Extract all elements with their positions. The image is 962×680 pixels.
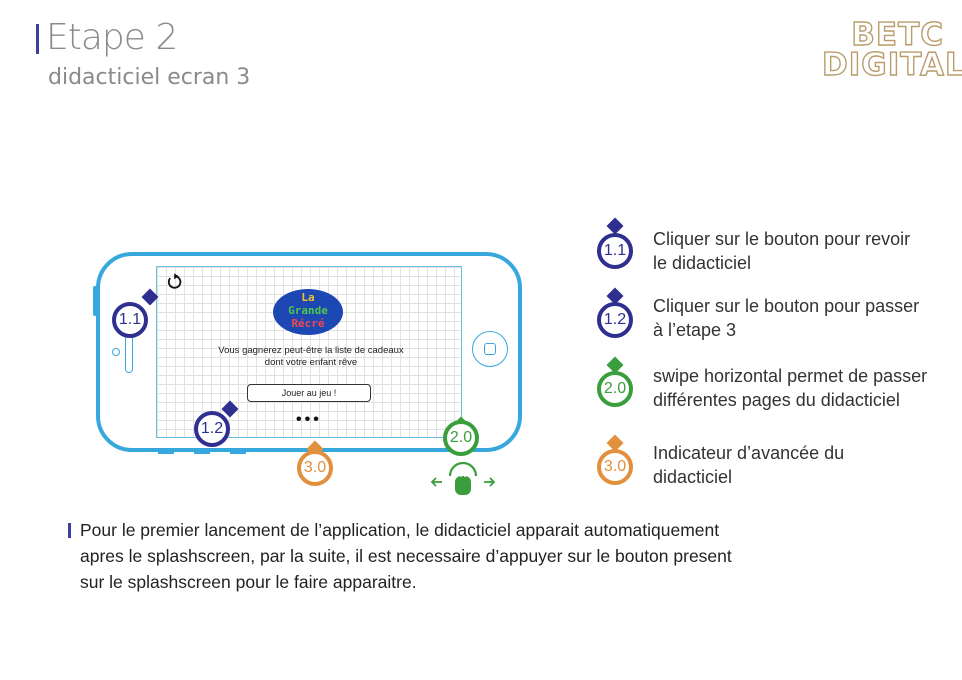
legend-1-1-pin: [606, 217, 624, 235]
marker-3-0: 3.0: [297, 450, 333, 486]
note-accent-bar: [68, 523, 71, 538]
gift-promo-text: Vous gagnerez peut-être la liste de cade…: [176, 345, 446, 369]
legend-3-0-line-1: Indicateur d’avancée du: [653, 443, 845, 463]
phone-camera: [112, 348, 120, 356]
betc-digital-logo: BETC DIGITAL: [821, 17, 962, 83]
legend-2-0-text: swipe horizontal permet de passer différ…: [653, 364, 927, 412]
legend-1-2-line-1: Cliquer sur le bouton pour passer: [653, 296, 920, 316]
brand-text: La Grande Récré: [273, 291, 343, 330]
legend-1-2-line-2: à l’etape 3: [653, 320, 737, 340]
legend-1-1-text: Cliquer sur le bouton pour revoir le did…: [653, 227, 910, 275]
swipe-horizontal-icon: [430, 462, 496, 495]
legend-1-1-line-1: Cliquer sur le bouton pour revoir: [653, 229, 911, 249]
gift-text-line-1: Vous gagnerez peut-être la liste de cade…: [218, 345, 404, 356]
pagination-dots: •••: [296, 411, 322, 428]
refresh-icon[interactable]: [164, 272, 184, 292]
note-line-2: apres le splashscreen, par la suite, il …: [80, 546, 732, 566]
home-button-square: [484, 343, 496, 355]
gift-text-line-2: dont votre enfant rêve: [264, 357, 358, 368]
phone-home-button[interactable]: [472, 331, 508, 367]
phone-side-button-left: [93, 286, 97, 316]
legend-1-2-text: Cliquer sur le bouton pour passer à l’et…: [653, 294, 919, 342]
legend-1-2-badge: 1.2: [597, 302, 633, 338]
legend-2-0-badge: 2.0: [597, 371, 633, 407]
logo-line-2: DIGITAL: [821, 47, 962, 83]
legend-3-0-line-2: didacticiel: [653, 467, 733, 487]
marker-2-0: 2.0: [443, 420, 479, 456]
legend-3-0-badge: 3.0: [597, 449, 633, 485]
legend-2-0-line-2: différentes pages du didacticiel: [653, 390, 900, 410]
logo-line-1: BETC: [851, 17, 944, 53]
phone-speaker: [125, 333, 133, 373]
phone-bottom-button-1: [158, 451, 174, 454]
marker-1-2: 1.2: [194, 411, 230, 447]
page-title: Etape 2: [46, 17, 178, 58]
title-accent-bar: [36, 24, 39, 54]
legend-2-0-line-1: swipe horizontal permet de passer: [653, 366, 928, 386]
brand-word-grande: Grande: [288, 304, 328, 317]
brand-word-recre: Récré: [291, 317, 325, 330]
play-game-button[interactable]: Jouer au jeu !: [247, 384, 371, 402]
description-note: Pour le premier lancement de l’applicati…: [80, 517, 860, 595]
brand-word-la: La: [301, 291, 315, 304]
note-line-3: sur le splashscreen pour le faire appara…: [80, 572, 417, 592]
phone-bottom-button-2: [194, 451, 210, 454]
la-grande-recre-logo: [273, 289, 343, 335]
marker-1-1: 1.1: [112, 302, 148, 338]
page-subtitle: didacticiel ecran 3: [48, 65, 251, 90]
legend-3-0-text: Indicateur d’avancée du didacticiel: [653, 441, 844, 489]
legend-1-1-line-2: le didacticiel: [653, 253, 752, 273]
legend-1-1-badge: 1.1: [597, 233, 633, 269]
phone-bottom-button-3: [230, 451, 246, 454]
note-line-1: Pour le premier lancement de l’applicati…: [80, 520, 720, 540]
